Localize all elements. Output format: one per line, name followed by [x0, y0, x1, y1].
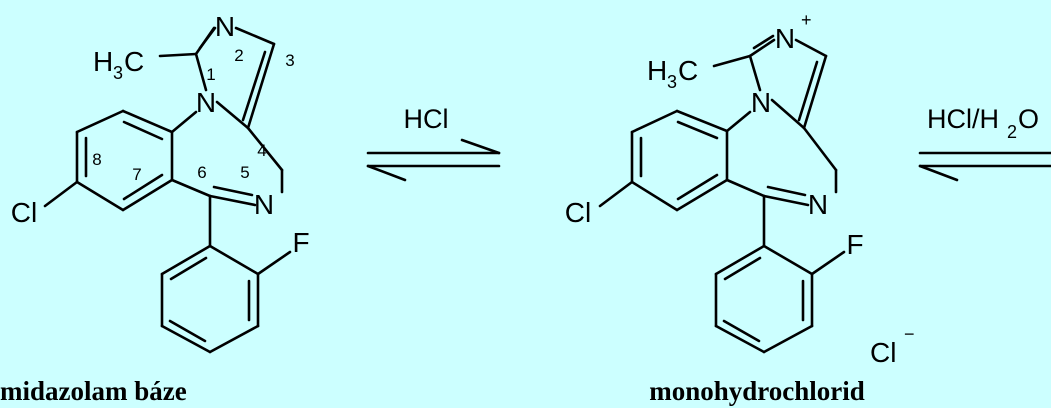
- position-number-4: 4: [257, 141, 266, 160]
- methyl-label: H 3 C: [93, 46, 144, 83]
- atom-n-imidazole-ring: N: [751, 87, 771, 118]
- chloride-counter-ion: Cl −: [870, 324, 915, 368]
- atom-n-imine: N: [808, 189, 828, 220]
- position-number-2: 2: [234, 46, 243, 65]
- atom-n-imine: N: [254, 189, 274, 220]
- monohydrochloride-structure: N + N N Cl F H 3 C Cl −: [565, 10, 915, 368]
- atom-chloride: Cl: [870, 337, 896, 368]
- position-number-6: 6: [197, 163, 206, 182]
- atom-h-subscript: 3: [667, 72, 677, 92]
- reagent-subscript: 2: [1007, 122, 1017, 142]
- midazolam-base-structure: N N N Cl F H 3 C 1 2 3 4 5 6 7 8: [11, 11, 310, 354]
- atom-h: H: [93, 46, 113, 77]
- caption-monohydrochloride: monohydrochlorid: [649, 376, 865, 406]
- atom-f: F: [292, 227, 309, 258]
- position-number-8: 8: [92, 150, 101, 169]
- reagent-hcl-water: HCl/H 2 O: [927, 104, 1039, 142]
- atom-c: C: [678, 55, 698, 86]
- negative-charge: −: [904, 324, 915, 344]
- atom-cl: Cl: [565, 197, 591, 228]
- atom-f: F: [846, 229, 863, 260]
- atom-n-imidazole-top: N: [215, 11, 235, 42]
- equilibrium-arrow-1: HCl: [366, 104, 501, 182]
- atom-n-imidazole-ring: N: [196, 87, 216, 118]
- position-number-5: 5: [240, 163, 249, 182]
- atom-n-imidazolium-top: N: [775, 23, 795, 54]
- position-number-3: 3: [285, 51, 294, 70]
- atom-h-subscript: 3: [113, 63, 123, 83]
- equilibrium-arrow-2: HCl/H 2 O: [918, 104, 1051, 182]
- reagent-o: O: [1018, 104, 1039, 134]
- position-number-7: 7: [132, 165, 141, 184]
- atom-cl: Cl: [11, 197, 37, 228]
- reagent-hcl: HCl: [404, 104, 449, 134]
- atom-h: H: [647, 55, 667, 86]
- reagent-hcl-h: HCl/H: [927, 104, 999, 134]
- position-number-1: 1: [206, 65, 215, 84]
- caption-midazolam-base: midazolam báze: [0, 376, 187, 406]
- methyl-label: H 3 C: [647, 55, 698, 92]
- positive-charge: +: [801, 10, 812, 30]
- atom-c: C: [124, 46, 144, 77]
